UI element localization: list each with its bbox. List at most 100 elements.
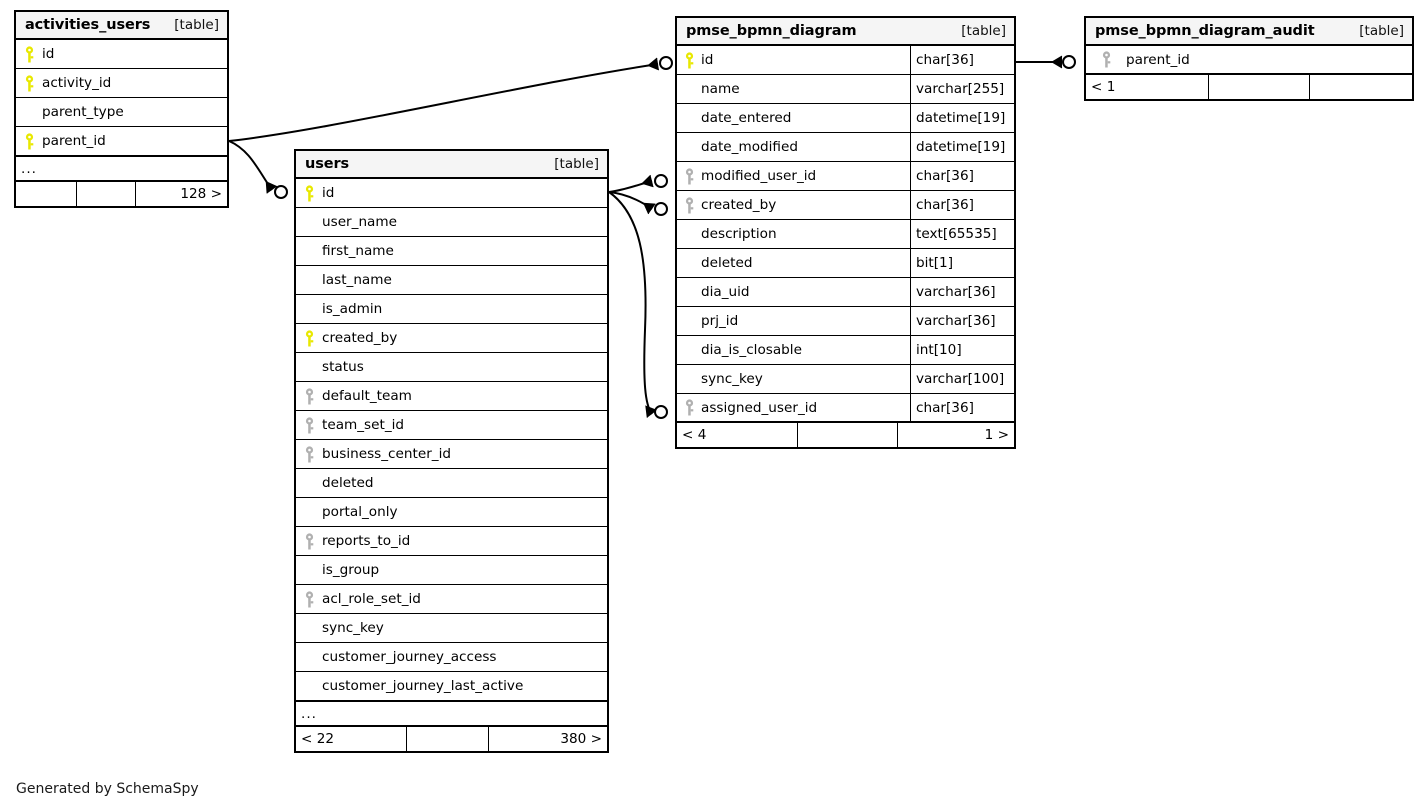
column-name-cell: id bbox=[296, 179, 607, 207]
column-label: team_set_id bbox=[322, 417, 405, 433]
footer-outgoing-count[interactable]: 128 > bbox=[180, 186, 222, 202]
foreign-key-icon bbox=[1086, 51, 1126, 68]
relationship-users-to-assigned-user-id bbox=[608, 191, 657, 418]
table-name-pmse_bpmn_diagram: pmse_bpmn_diagram bbox=[686, 23, 857, 39]
column-name-cell: date_modified bbox=[677, 133, 910, 161]
primary-key-icon bbox=[296, 329, 322, 347]
primary-key-icon bbox=[16, 132, 42, 150]
column-label: modified_user_id bbox=[701, 168, 817, 184]
column-name-cell: deleted bbox=[296, 469, 607, 497]
column-name-cell: user_name bbox=[296, 208, 607, 236]
column-name-cell: deleted bbox=[677, 249, 910, 277]
column-type-cell: varchar[36] bbox=[910, 307, 1016, 335]
column-label: sync_key bbox=[322, 620, 384, 636]
column-label: name bbox=[701, 81, 740, 97]
table-header-pmse_bpmn_diagram_audit[interactable]: pmse_bpmn_diagram_audit[table] bbox=[1086, 18, 1412, 46]
footer-incoming-count[interactable]: < 4 bbox=[682, 427, 707, 443]
column-row-users-sync_key[interactable]: sync_key bbox=[296, 614, 607, 643]
column-type-cell: varchar[36] bbox=[910, 278, 1016, 306]
footer-outgoing-count[interactable]: 380 > bbox=[560, 731, 602, 747]
column-row-users-last_name[interactable]: last_name bbox=[296, 266, 607, 295]
column-row-users-business_center_id[interactable]: business_center_id bbox=[296, 440, 607, 469]
column-name-cell: modified_user_id bbox=[677, 162, 910, 190]
table-header-activities_users[interactable]: activities_users[table] bbox=[16, 12, 227, 40]
column-label: portal_only bbox=[322, 504, 398, 520]
foreign-key-icon bbox=[677, 196, 701, 214]
foreign-key-icon bbox=[296, 445, 322, 463]
column-row-activities_users-parent_type[interactable]: parent_type bbox=[16, 98, 227, 127]
column-row-users-acl_role_set_id[interactable]: acl_role_set_id bbox=[296, 585, 607, 614]
relationship-users-to-modified-user-id bbox=[608, 174, 654, 193]
column-row-users-portal_only[interactable]: portal_only bbox=[296, 498, 607, 527]
column-row-users-user_name[interactable]: user_name bbox=[296, 208, 607, 237]
table-footer-pmse_bpmn_diagram_audit: < 1 bbox=[1086, 75, 1412, 99]
column-label: activity_id bbox=[42, 75, 112, 91]
table-footer-pmse_bpmn_diagram: < 4 1 > bbox=[677, 423, 1014, 447]
column-name-cell: parent_type bbox=[16, 98, 227, 126]
column-row-users-is_admin[interactable]: is_admin bbox=[296, 295, 607, 324]
column-row-users-created_by[interactable]: created_by bbox=[296, 324, 607, 353]
table-header-pmse_bpmn_diagram[interactable]: pmse_bpmn_diagram[table] bbox=[677, 18, 1014, 46]
table-header-users[interactable]: users[table] bbox=[296, 151, 607, 179]
column-label: first_name bbox=[322, 243, 394, 259]
column-label: customer_journey_last_active bbox=[322, 678, 524, 694]
column-type-cell: char[36] bbox=[910, 394, 1016, 421]
column-type-cell: char[36] bbox=[910, 162, 1016, 190]
column-row-pmse_bpmn_diagram-dia_uid[interactable]: dia_uid varchar[36] bbox=[677, 278, 1014, 307]
column-row-activities_users-parent_id[interactable]: parent_id bbox=[16, 127, 227, 156]
column-row-users-default_team[interactable]: default_team bbox=[296, 382, 607, 411]
column-row-users-customer_journey_access[interactable]: customer_journey_access bbox=[296, 643, 607, 672]
column-name-cell: business_center_id bbox=[296, 440, 607, 468]
column-label: user_name bbox=[322, 214, 397, 230]
more-columns-indicator[interactable]: ... bbox=[296, 701, 607, 727]
more-columns-indicator[interactable]: ... bbox=[16, 156, 227, 182]
column-name-cell: dia_uid bbox=[677, 278, 910, 306]
footer-incoming-count[interactable]: < 22 bbox=[301, 731, 335, 747]
column-row-users-deleted[interactable]: deleted bbox=[296, 469, 607, 498]
column-row-users-customer_journey_last_active[interactable]: customer_journey_last_active bbox=[296, 672, 607, 701]
cardinality-zero-marker bbox=[654, 174, 668, 188]
column-name-cell: is_admin bbox=[296, 295, 607, 323]
column-name-cell: status bbox=[296, 353, 607, 381]
footer-outgoing-count[interactable] bbox=[1310, 75, 1412, 99]
column-row-pmse_bpmn_diagram-modified_user_id[interactable]: modified_user_id char[36] bbox=[677, 162, 1014, 191]
footer-incoming-count[interactable] bbox=[16, 182, 76, 206]
column-row-activities_users-activity_id[interactable]: activity_id bbox=[16, 69, 227, 98]
column-label: is_admin bbox=[322, 301, 383, 317]
column-name-cell: prj_id bbox=[677, 307, 910, 335]
primary-key-icon bbox=[296, 184, 322, 202]
column-label: status bbox=[322, 359, 364, 375]
footer-outgoing-count[interactable]: 1 > bbox=[984, 427, 1009, 443]
column-row-users-is_group[interactable]: is_group bbox=[296, 556, 607, 585]
column-type-cell: text[65535] bbox=[910, 220, 1016, 248]
column-type-cell: char[36] bbox=[910, 191, 1016, 219]
primary-key-icon bbox=[16, 45, 42, 63]
column-row-users-team_set_id[interactable]: team_set_id bbox=[296, 411, 607, 440]
column-row-pmse_bpmn_diagram-assigned_user_id[interactable]: assigned_user_id char[36] bbox=[677, 394, 1014, 423]
cardinality-zero-marker bbox=[654, 405, 668, 419]
column-type-cell: int[10] bbox=[910, 336, 1016, 364]
relationship-activities-users-to-users bbox=[228, 140, 278, 194]
column-label: dia_uid bbox=[701, 284, 750, 300]
column-label: assigned_user_id bbox=[701, 399, 818, 416]
column-row-pmse_bpmn_diagram_audit-parent_id[interactable]: parent_id bbox=[1086, 46, 1412, 75]
column-row-users-reports_to_id[interactable]: reports_to_id bbox=[296, 527, 607, 556]
column-row-users-id[interactable]: id bbox=[296, 179, 607, 208]
column-row-users-first_name[interactable]: first_name bbox=[296, 237, 607, 266]
footer-incoming-count[interactable]: < 1 bbox=[1091, 79, 1116, 95]
column-row-users-status[interactable]: status bbox=[296, 353, 607, 382]
column-row-activities_users-id[interactable]: id bbox=[16, 40, 227, 69]
foreign-key-icon bbox=[677, 399, 701, 416]
column-name-cell: name bbox=[677, 75, 910, 103]
